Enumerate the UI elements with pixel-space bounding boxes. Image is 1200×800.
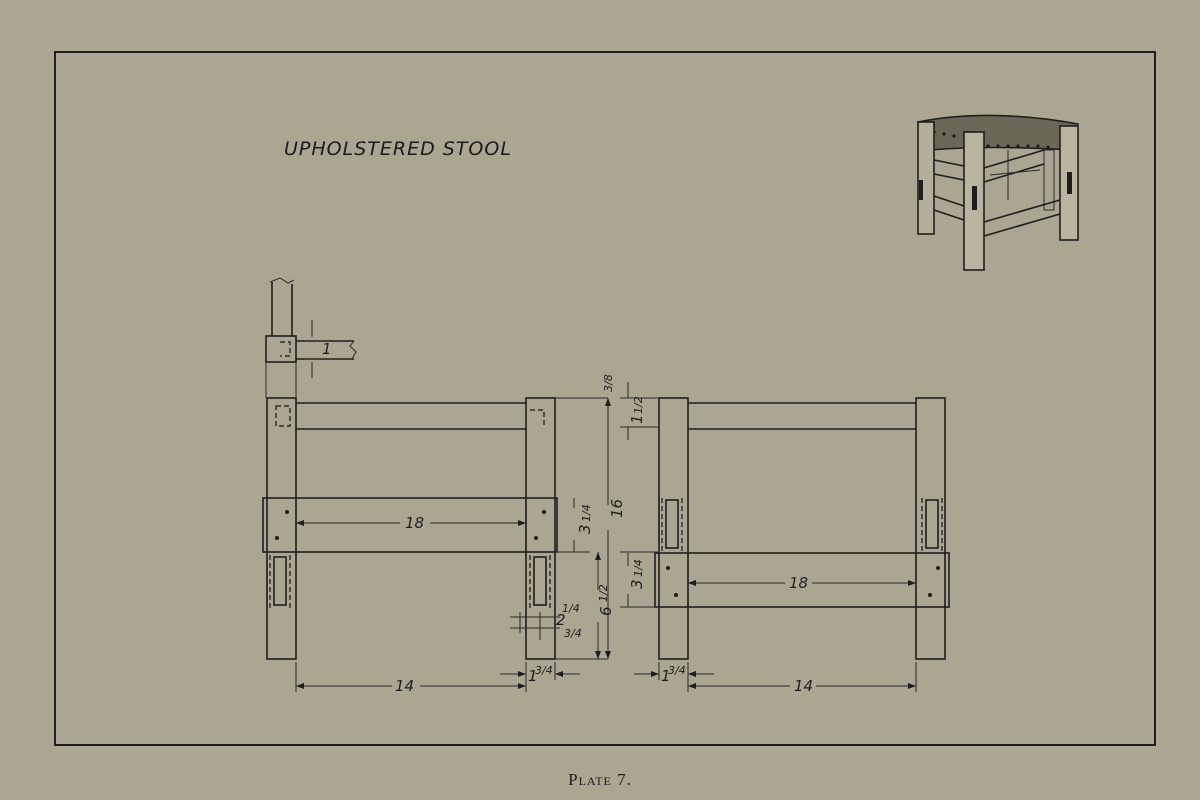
left-elevation: 18 (262, 397, 558, 660)
plate-border (54, 51, 1156, 746)
leg-spacing-left: 14 (395, 677, 414, 695)
central-dimensions: 16 6 1/2 3/8 1 1/2 3 1/4 3 1/4 2 1/4 3/4 (510, 374, 659, 660)
tenon-detail-small: 3/4 (564, 627, 582, 640)
lower-height-whole: 6 (597, 606, 615, 616)
upper-rail-depth-whole: 3 (576, 524, 594, 534)
lower-rail-depth-frac: 1/4 (632, 559, 645, 577)
top-rail-width-frac: 1/2 (632, 396, 645, 414)
joint-detail: 1 (265, 277, 357, 398)
bottom-dimensions: 14 14 1 3/4 1 3/4 (295, 662, 917, 695)
upper-rail-depth-frac: 1/4 (580, 504, 593, 522)
rail-length-left: 18 (405, 514, 424, 532)
plate-caption: Plate 7. (568, 770, 632, 789)
overall-height: 16 (608, 499, 626, 518)
lower-rail-depth-whole: 3 (628, 579, 646, 589)
drawing-title: UPHOLSTERED STOOL (284, 138, 512, 160)
leg-width-right-frac: 3/4 (668, 664, 686, 677)
leg-inner-right (658, 397, 689, 660)
tenon-detail-whole: 2 (556, 611, 566, 629)
detail-thickness-label: 1 (322, 340, 332, 358)
leg-inner-left (525, 397, 556, 660)
leg-outer-left (266, 397, 297, 660)
leg-width-right-whole: 1 (661, 667, 671, 685)
lower-height-frac: 1/2 (597, 584, 610, 602)
stool-perspective-sketch (916, 114, 1079, 271)
rail-length-right: 18 (789, 574, 808, 592)
right-elevation: 18 (654, 397, 950, 660)
lower-side-rail (654, 552, 950, 608)
leg-width-left-frac: 3/4 (535, 664, 553, 677)
leg-spacing-right: 14 (794, 677, 813, 695)
top-rail-offset: 3/8 (602, 374, 615, 392)
leg-width-left-whole: 1 (528, 667, 538, 685)
tenon-detail-frac: 1/4 (562, 602, 580, 615)
leg-outer-right (915, 397, 946, 660)
top-rail-width-whole: 1 (628, 414, 646, 424)
upper-side-rail (262, 497, 558, 553)
